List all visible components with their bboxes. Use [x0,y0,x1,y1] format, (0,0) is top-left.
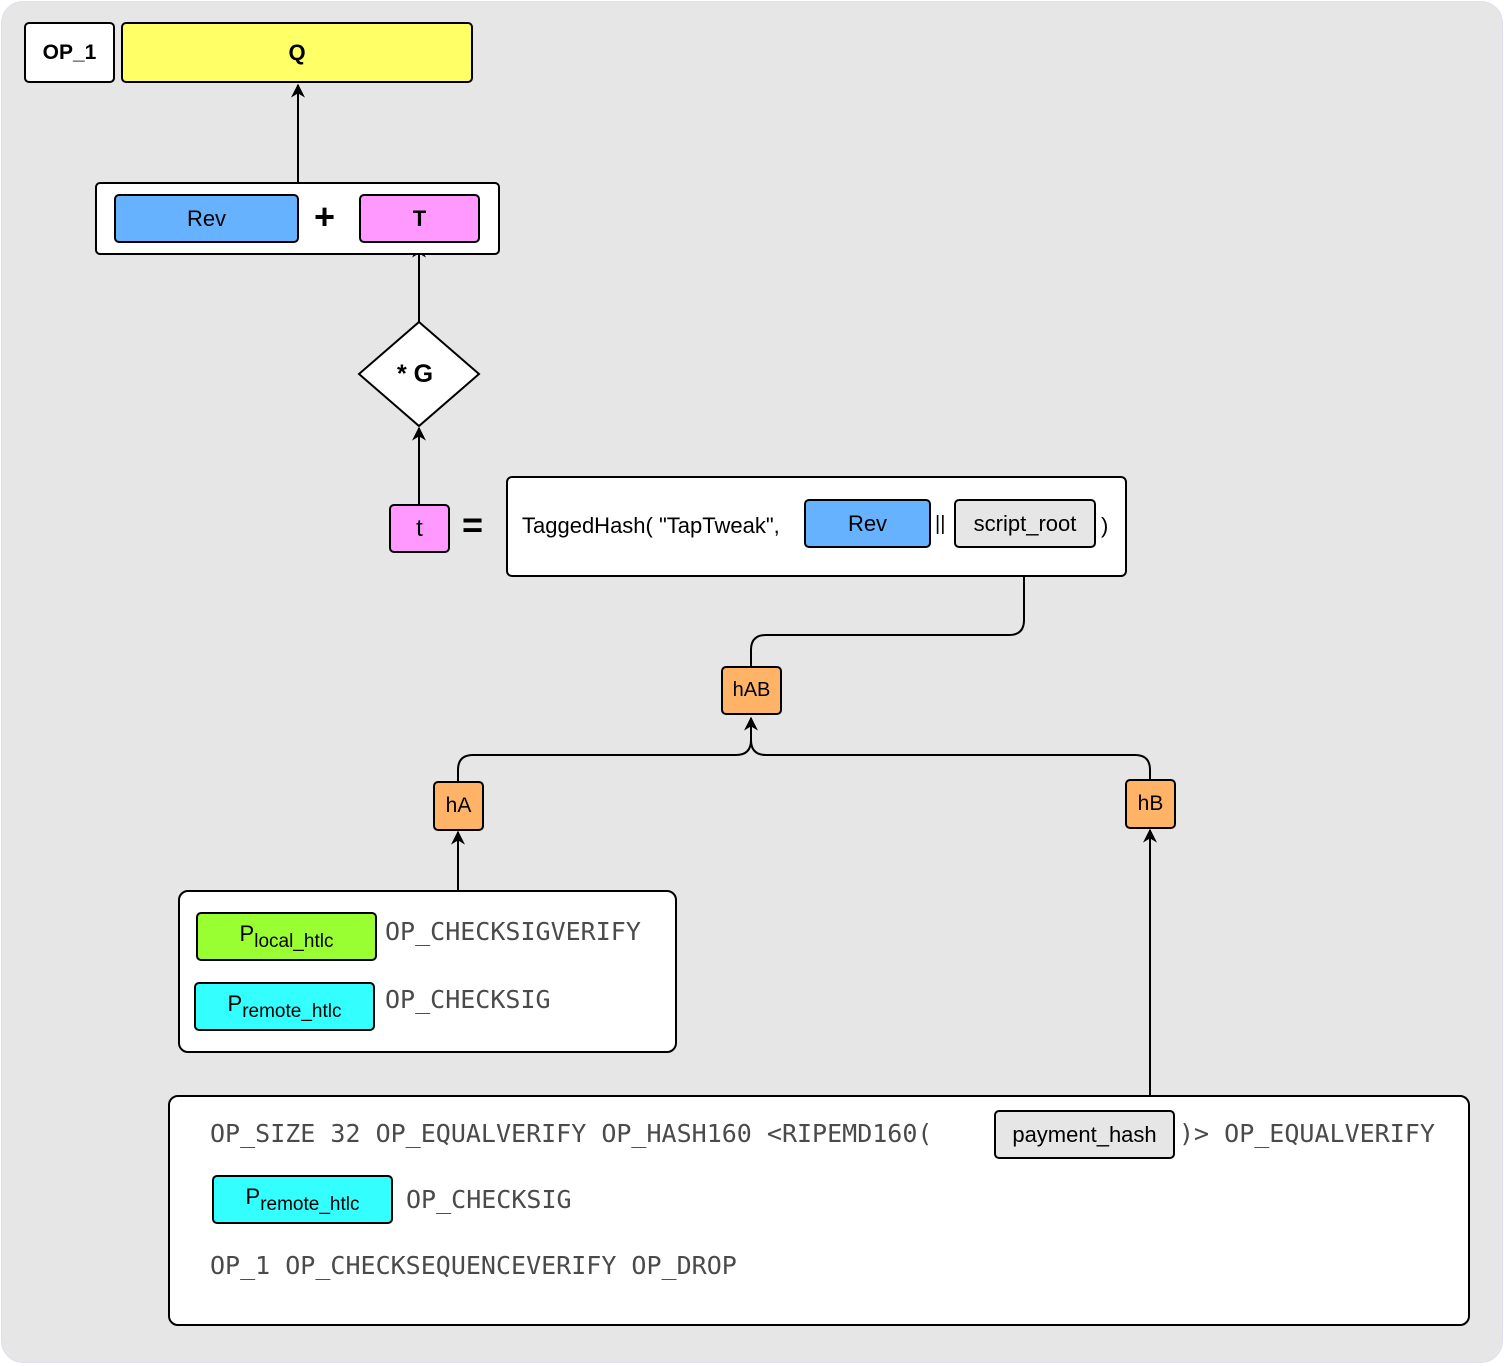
multiply-diamond [357,320,481,428]
remote-htlc-key-box-b: Premote_htlc [212,1175,393,1224]
rev-key-box: Rev [114,194,299,243]
payment-hash-box: payment_hash [994,1110,1175,1159]
t-scalar-label: t [416,514,423,542]
local-htlc-key-label: Plocal_htlc [239,920,334,952]
q-label: Q [288,39,306,65]
arrow-hb-to-hab [750,739,1151,779]
script-root-label: script_root [973,510,1077,536]
op1-box: OP_1 [24,22,115,83]
leaf-b-op-checksig: OP_CHECKSIG [406,1185,572,1214]
leaf-a-op-checksigverify: OP_CHECKSIGVERIFY [385,917,641,946]
tagged-hash-prefix: TaggedHash( "TapTweak", [522,513,780,538]
rev-label: Rev [186,205,227,231]
tagged-hash-rev-box: Rev [804,499,931,548]
arrow-hab-to-script-root [750,548,1031,666]
concat-operator: || [935,513,946,535]
leaf-a-op-checksig: OP_CHECKSIG [385,985,551,1014]
remote-htlc-key-box-a: Premote_htlc [194,982,375,1031]
tagged-hash-suffix: ) [1101,513,1109,538]
hab-label: hAB [732,679,771,701]
plus-operator: + [314,196,336,237]
leaf-b-line3: OP_1 OP_CHECKSEQUENCEVERIFY OP_DROP [210,1251,737,1280]
hb-label: hB [1137,792,1164,815]
local-htlc-key-box: Plocal_htlc [196,912,377,961]
equals-sign: = [462,504,484,545]
hab-node: hAB [721,666,782,715]
ha-node: hA [433,781,484,831]
payment-hash-label: payment_hash [1012,1121,1157,1147]
ha-label: hA [445,794,472,817]
script-root-box: script_root [954,499,1096,548]
hb-node: hB [1125,779,1176,829]
t-point-label: T [412,205,427,231]
leaf-b-line1-suffix: )> OP_EQUALVERIFY [1179,1119,1435,1148]
leaf-b-line1-prefix: OP_SIZE 32 OP_EQUALVERIFY OP_HASH160 <RI… [210,1119,933,1148]
op1-label: OP_1 [42,40,97,64]
arrow-ha-to-hab [457,716,758,781]
q-output-key-box: Q [121,22,473,83]
remote-htlc-key-label-b: Premote_htlc [245,1183,360,1215]
remote-htlc-key-label-a: Premote_htlc [227,990,342,1022]
multiply-g-label: * G [397,360,434,388]
tagged-hash-rev-label: Rev [847,510,888,536]
t-scalar-box: t [389,504,450,553]
t-point-box: T [359,194,480,243]
